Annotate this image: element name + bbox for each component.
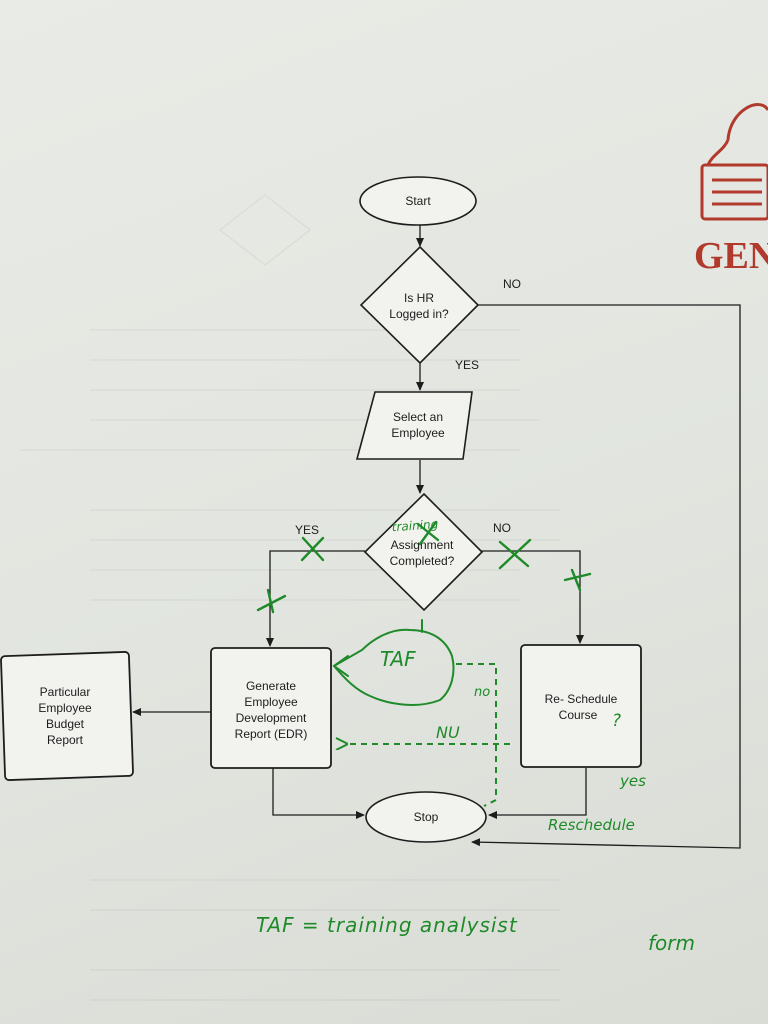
annotation-taf-bubble [332, 619, 455, 706]
label-training-no: NO [493, 521, 511, 535]
flow-edges [132, 225, 741, 849]
io-select-employee: Select an Employee [355, 391, 473, 460]
decision-training-line-1: Assignment [391, 538, 454, 552]
edge-training-no-to-reschedule [481, 550, 584, 644]
lion-seal-icon [700, 103, 768, 221]
decision-training-line-2: Completed? [390, 554, 455, 568]
edge-hr-no-to-stop [471, 304, 741, 849]
annotation-taf: TAF [380, 647, 416, 671]
edge-training-yes-to-edr [266, 550, 365, 647]
cross-mark-no-side [563, 568, 592, 592]
cross-mark-training [416, 520, 440, 546]
process-generate-edr: Generate Employee Development Report (ED… [210, 647, 332, 769]
io-select-line-2: Employee [391, 426, 445, 440]
annotation-dashed-connectors [346, 663, 510, 807]
cross-mark-no-top [498, 538, 532, 570]
process-edr-line-4: Report (EDR) [235, 727, 308, 741]
node-start-label: Start [405, 194, 431, 208]
node-stop: Stop [365, 791, 487, 843]
cross-mark-yes-top [300, 536, 325, 562]
brand-logo: GEN [694, 103, 768, 277]
decision-training-assignment: Assignment Completed? [363, 492, 484, 612]
annotation-small-no: no [474, 685, 490, 700]
brand-wordmark: GEN [694, 235, 768, 277]
decision-hr-logged-in: Is HR Logged in? [359, 245, 480, 365]
process-budget-line-4: Report [47, 733, 84, 747]
process-edr-line-1: Generate [246, 679, 296, 693]
label-hr-no: NO [503, 277, 521, 291]
node-stop-label: Stop [414, 810, 439, 824]
annotation-question-mark: ? [612, 711, 621, 731]
process-budget-line-1: Particular [40, 685, 91, 699]
process-budget-line-2: Employee [38, 701, 92, 715]
process-budget-line-3: Budget [46, 717, 85, 731]
node-start: Start [359, 176, 477, 226]
label-hr-yes: YES [455, 358, 479, 372]
pen-annotations: training TAF no NU ? yes Reschedule TAF … [256, 517, 695, 955]
io-select-line-1: Select an [393, 410, 443, 424]
process-budget-report: Particular Employee Budget Report [0, 651, 134, 781]
annotation-legend: TAF = training analysist [256, 913, 518, 937]
edge-edr-to-stop [272, 767, 365, 819]
process-reschedule-line-1: Re- Schedule [545, 692, 618, 706]
decision-hr-line-2: Logged in? [389, 307, 449, 321]
cross-mark-yes-side [256, 588, 287, 614]
process-reschedule-line-2: Course [559, 708, 598, 722]
edge-reschedule-to-stop [488, 768, 587, 819]
annotation-reschedule: Reschedule [548, 816, 635, 834]
paper-show-through [20, 194, 560, 1001]
annotation-legend-form: form [648, 931, 695, 955]
annotation-yes: yes [619, 772, 646, 790]
process-edr-line-3: Development [236, 711, 307, 725]
label-training-yes: YES [295, 523, 319, 537]
annotation-cross-marks [256, 520, 592, 614]
annotation-nu: NU [436, 723, 460, 742]
decision-hr-line-1: Is HR [404, 291, 434, 305]
process-edr-line-2: Employee [244, 695, 298, 709]
process-reschedule-course: Re- Schedule Course [520, 644, 642, 768]
